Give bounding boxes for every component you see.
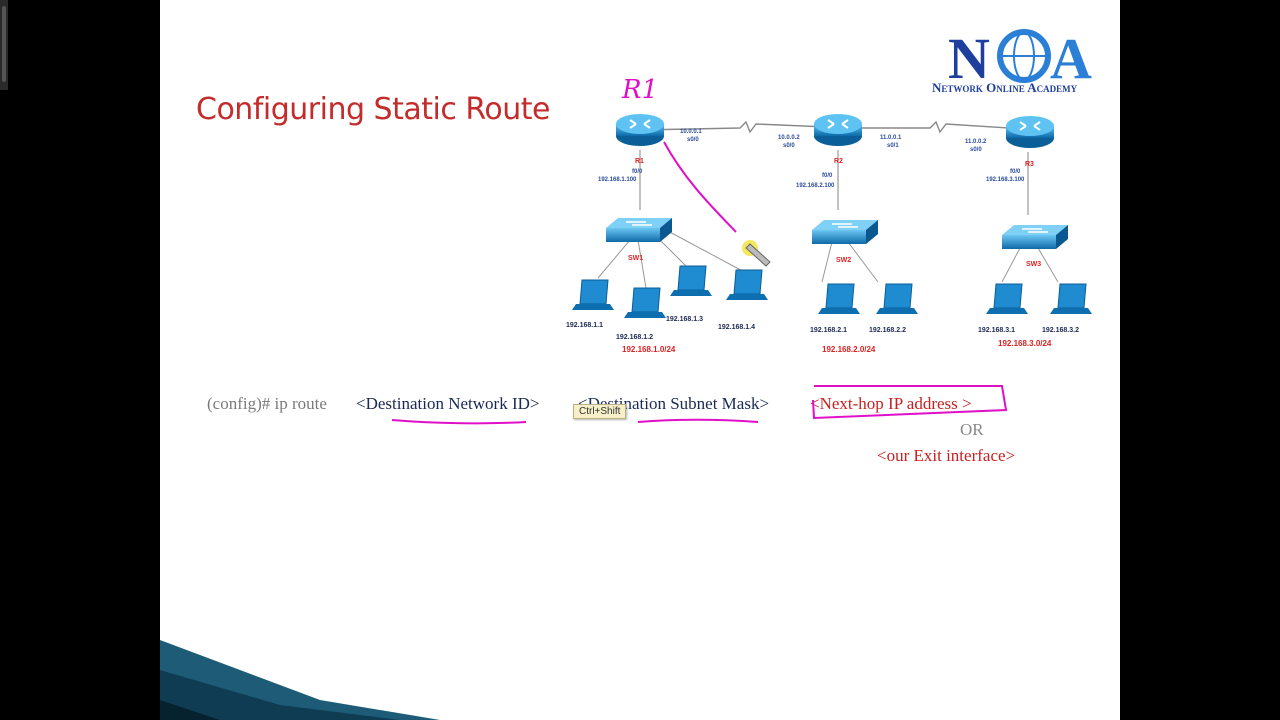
host-label: 192.168.1.3	[666, 316, 703, 323]
pen-annotations	[391, 385, 1008, 425]
network-topology-diagram: R1 f0/0 192.168.1.100 R2 f0/0 192.168.2.…	[566, 75, 1093, 354]
switch-sw1-icon	[605, 217, 673, 243]
r2-lan-if: f0/0	[822, 173, 833, 179]
r2-lan-ip: 192.168.2.100	[796, 183, 835, 189]
serial1-left-if: s0/0	[687, 137, 699, 143]
network-3-label: 192.168.3.0/24	[998, 339, 1052, 348]
r3-lan-ip: 192.168.3.100	[986, 177, 1025, 183]
laptop-pc4-icon	[725, 269, 769, 301]
laptop-pc7-icon	[985, 283, 1029, 315]
slide: Configuring Static Route N A Network Onl…	[160, 0, 1120, 720]
router-r3-label: R3	[1025, 161, 1034, 168]
router-r2-label: R2	[834, 158, 843, 165]
laptop-pc2-icon	[623, 287, 667, 319]
network-1-label: 192.168.1.0/24	[622, 345, 676, 354]
laptop-pc1-icon	[571, 279, 615, 311]
switch-sw2-label: SW2	[836, 257, 851, 264]
cmd-destination-network-id: <Destination Network ID>	[356, 394, 540, 413]
slide-footer-decoration	[160, 640, 440, 720]
host-label: 192.168.1.2	[616, 334, 653, 341]
r3-lan-if: f0/0	[1010, 169, 1021, 175]
r1-lan-if: f0/0	[632, 169, 643, 175]
keystroke-tooltip: Ctrl+Shift	[573, 404, 627, 419]
host-label: 192.168.2.2	[869, 327, 906, 334]
scrollbar-thumb[interactable]	[2, 6, 6, 82]
slide-title: Configuring Static Route	[196, 92, 550, 127]
switch-sw2-icon	[811, 219, 879, 245]
logo-letter-a: A	[1050, 26, 1092, 84]
logo-letter-n: N	[948, 26, 990, 84]
host-label: 192.168.3.1	[978, 327, 1015, 334]
serial1-left-ip: 10.0.0.1	[680, 129, 702, 135]
host-label: 192.168.3.2	[1042, 327, 1079, 334]
network-2-label: 192.168.2.0/24	[822, 345, 876, 354]
serial-link-r1-r2	[639, 120, 851, 134]
r1-lan-ip: 192.168.1.100	[598, 177, 637, 183]
router-r3-icon	[1005, 115, 1055, 149]
switch-sw3-label: SW3	[1026, 261, 1041, 268]
handwritten-r1-annotation: R1	[621, 75, 658, 105]
router-r1-label: R1	[635, 158, 644, 165]
cmd-next-hop-ip: <Next-hop IP address >	[810, 394, 972, 413]
laptop-pc8-icon	[1049, 283, 1093, 315]
host-label: 192.168.1.1	[566, 322, 603, 329]
logo-name: Network Online Academy	[932, 80, 1078, 95]
pen-stroke-line	[663, 141, 737, 233]
router-r1-icon	[615, 113, 665, 147]
serial-link-r2-r3	[860, 120, 1041, 134]
serial1-right-if: s0/0	[783, 143, 795, 149]
serial2-left-if: s0/1	[887, 143, 899, 149]
host-label: 192.168.2.1	[810, 327, 847, 334]
laptop-pc5-icon	[817, 283, 861, 315]
cmd-exit-interface: <our Exit interface>	[877, 446, 1016, 465]
switch-sw3-icon	[1001, 224, 1069, 250]
academy-logo: N A	[948, 26, 1092, 84]
laptop-pc3-icon	[669, 265, 713, 297]
serial2-right-ip: 11.0.0.2	[965, 139, 987, 145]
switch-sw1-label: SW1	[628, 255, 643, 262]
serial2-left-ip: 11.0.0.1	[880, 135, 902, 141]
laptop-pc6-icon	[875, 283, 919, 315]
router-r2-icon	[813, 113, 863, 147]
pen-cursor-icon	[742, 240, 771, 267]
cmd-or: OR	[960, 420, 984, 439]
serial1-right-ip: 10.0.0.2	[778, 135, 800, 141]
host-label: 192.168.1.4	[718, 324, 755, 331]
window-scrollbar[interactable]	[0, 0, 8, 90]
cmd-prefix: (config)# ip route	[207, 394, 327, 413]
serial2-right-if: s0/0	[970, 147, 982, 153]
